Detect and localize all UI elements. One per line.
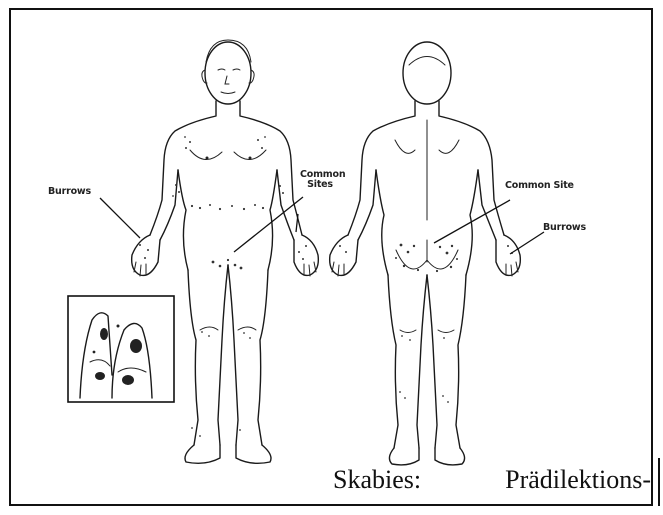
caption-word-predilection: Prädilektions- xyxy=(505,465,651,495)
back-body-figure xyxy=(330,42,521,465)
label-front-burrows: Burrows xyxy=(48,187,91,197)
finger-closeup-inset xyxy=(68,296,174,402)
label-front-common-sites: Common Sites xyxy=(300,170,340,190)
label-back-common-site: Common Site xyxy=(505,181,574,191)
caption-word-scabies: Skabies: xyxy=(333,465,421,495)
pointer-front-burrows xyxy=(100,198,140,238)
label-back-burrows: Burrows xyxy=(543,223,586,233)
figure-caption: Skabies: Prädilektions- xyxy=(333,465,651,505)
pointer-front-common-sites xyxy=(234,197,303,252)
